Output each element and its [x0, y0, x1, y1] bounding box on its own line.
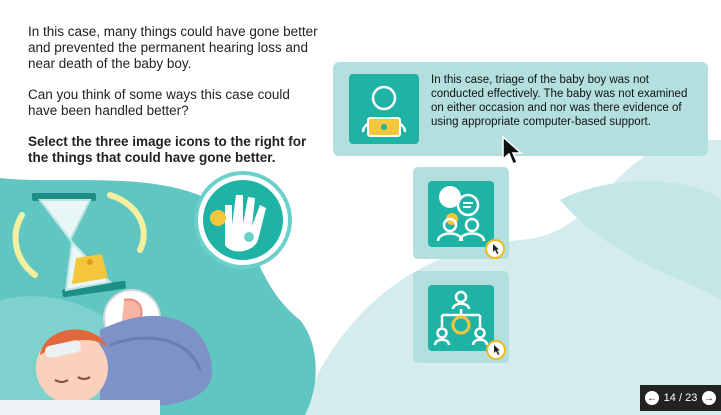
slide-pager: ← 14 / 23 → [640, 385, 721, 411]
computer-user-icon [349, 74, 419, 144]
intro-paragraph-2: Can you think of some ways this case cou… [28, 87, 290, 118]
click-hand-icon [485, 239, 505, 259]
pale-blob-shape-2 [560, 181, 721, 300]
click-hand-icon [486, 340, 506, 360]
page-indicator: 14 / 23 [663, 392, 698, 404]
arrow-left-icon[interactable]: ← [645, 391, 659, 405]
arrow-right-icon[interactable]: → [701, 391, 716, 405]
hand-germs-icon [194, 171, 292, 269]
feedback-card: In this case, triage of the baby boy was… [333, 62, 708, 156]
option-communication-button[interactable] [413, 167, 509, 259]
option-organisation-button[interactable] [413, 271, 509, 363]
intro-text: In this case, many things could have gon… [28, 24, 318, 181]
sick-baby-illustration [0, 315, 213, 415]
hourglass-icon [32, 193, 126, 298]
org-chart-cycle-icon [428, 285, 494, 351]
instruction-text: Select the three image icons to the righ… [28, 134, 307, 165]
feedback-text: In this case, triage of the baby boy was… [431, 74, 688, 128]
pale-blob-shape [300, 140, 721, 415]
curved-arrow-icon [12, 212, 38, 278]
mouse-pointer-icon [502, 135, 523, 166]
intro-paragraph-1: In this case, many things could have gon… [28, 24, 318, 71]
curved-arrow-icon [107, 192, 147, 253]
people-conversation-icon [428, 181, 494, 247]
